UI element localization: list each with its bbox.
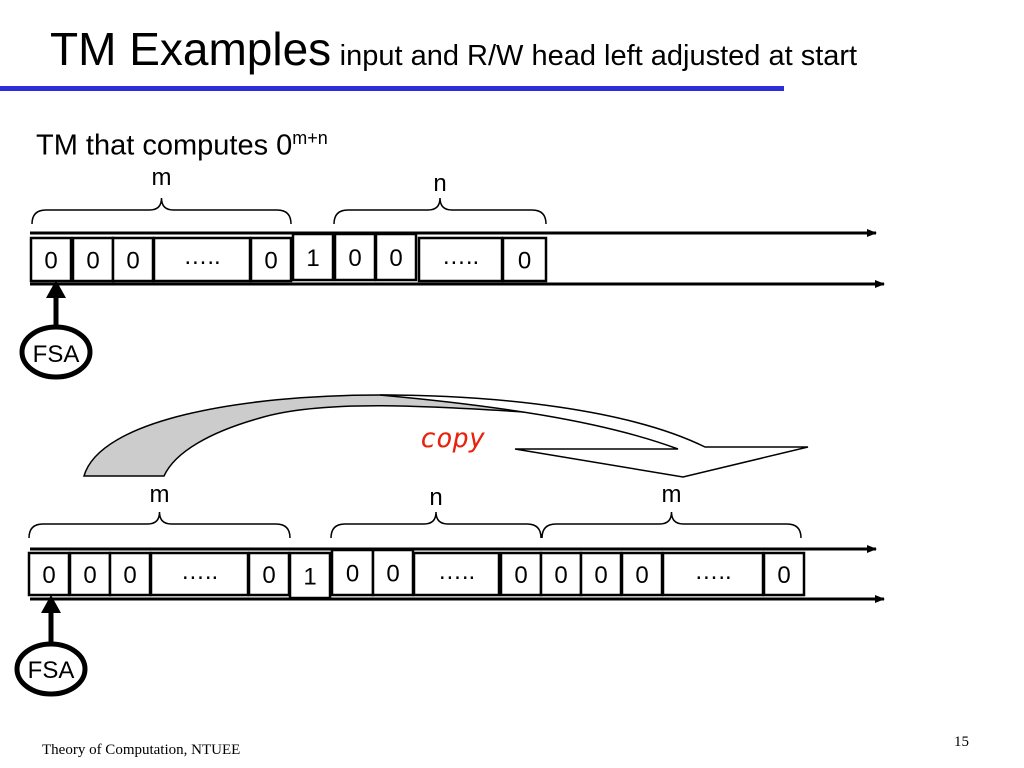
tape-cell-ellipsis: ….. xyxy=(694,558,731,585)
tape1-head-pointer-tip xyxy=(46,280,66,298)
tape-cell-symbol: 0 xyxy=(44,248,57,275)
tape-cell-symbol: 0 xyxy=(386,561,399,588)
tape-cell-box xyxy=(762,551,806,597)
tape-cell-box xyxy=(288,551,332,600)
title-underline xyxy=(0,86,784,91)
brace-label: m xyxy=(150,481,170,508)
tape-cell-symbol: 0 xyxy=(777,562,790,589)
tape1-fsa-circle xyxy=(19,324,93,380)
brace-curve xyxy=(541,511,802,539)
copy-arrow-head xyxy=(379,394,809,478)
tape-cell-symbol: 0 xyxy=(264,248,277,275)
tape2-fsa-circle xyxy=(14,641,88,697)
tape-cell-symbol: 0 xyxy=(346,561,359,588)
tape-cell-symbol: 0 xyxy=(262,562,275,589)
tape-cell-symbol: 0 xyxy=(83,562,96,589)
tape-cell-symbol: 0 xyxy=(126,248,139,275)
tape2-head-pointer-tip xyxy=(41,595,61,613)
tape-cell-symbol: 0 xyxy=(123,562,136,589)
tape-cell-symbol: 1 xyxy=(306,245,319,272)
brace-label: n xyxy=(433,170,446,197)
brace-curve xyxy=(333,197,547,225)
tape-cell-symbol: 0 xyxy=(389,245,402,272)
subtitle-base: TM that computes 0 xyxy=(36,129,293,162)
tape-cell-box xyxy=(247,551,291,597)
title-main: TM Examples xyxy=(50,23,332,75)
tape-cell-box xyxy=(71,236,115,283)
slide-title: TM Examples input and R/W head left adju… xyxy=(50,22,857,76)
slide-subtitle: TM that computes 0m+n xyxy=(36,128,328,163)
tape-cell-box xyxy=(68,551,112,597)
tape-cell-ellipsis: ….. xyxy=(442,243,479,270)
brace-label: n xyxy=(429,484,442,511)
tape-cell-ellipsis: ….. xyxy=(183,243,220,270)
tape-cell-box xyxy=(417,236,504,283)
tape-cell-box xyxy=(291,232,335,282)
tape2-fsa-label: FSA xyxy=(28,657,75,684)
tape-cell-box xyxy=(333,232,377,282)
tape-cell-symbol: 0 xyxy=(518,248,531,275)
tape-cell-symbol: 0 xyxy=(348,245,361,272)
tape-cell-box xyxy=(249,236,293,283)
tape-cell-symbol: 0 xyxy=(635,562,648,589)
footer-course: Theory of Computation, NTUEE xyxy=(42,742,241,758)
brace-curve xyxy=(330,511,542,539)
brace-label: m xyxy=(662,481,682,508)
tape-cell-symbol: 1 xyxy=(303,564,316,591)
tape-cell-ellipsis: ….. xyxy=(438,558,475,585)
tape-cell-symbol: 0 xyxy=(554,562,567,589)
brace-curve xyxy=(31,197,292,225)
tape-cell-ellipsis: ….. xyxy=(181,558,218,585)
brace-label: m xyxy=(152,164,172,191)
tape-cell-box xyxy=(501,236,548,283)
tape-cell-box xyxy=(661,551,765,597)
tape-cell-symbol: 0 xyxy=(42,562,55,589)
tape-cell-box xyxy=(29,236,73,283)
tape-cell-box xyxy=(539,551,583,597)
tape-cell-box xyxy=(371,548,415,597)
tape-cell-box xyxy=(152,236,252,283)
tape-cell-box xyxy=(412,551,501,597)
tape-cell-box xyxy=(620,551,664,597)
page-number: 15 xyxy=(954,734,969,750)
brace-curve xyxy=(28,511,291,539)
tape-cell-symbol: 0 xyxy=(514,562,527,589)
subtitle-exponent: m+n xyxy=(292,128,328,148)
tape-cell-box xyxy=(27,551,71,597)
tape-cell-symbol: 0 xyxy=(86,248,99,275)
copy-label: copy xyxy=(420,423,486,454)
tape-cell-box xyxy=(149,551,250,597)
title-suffix: input and R/W head left adjusted at star… xyxy=(339,40,858,72)
tape1-fsa-label: FSA xyxy=(33,341,80,368)
tape-cell-symbol: 0 xyxy=(594,562,607,589)
tape-cell-box xyxy=(374,232,418,282)
